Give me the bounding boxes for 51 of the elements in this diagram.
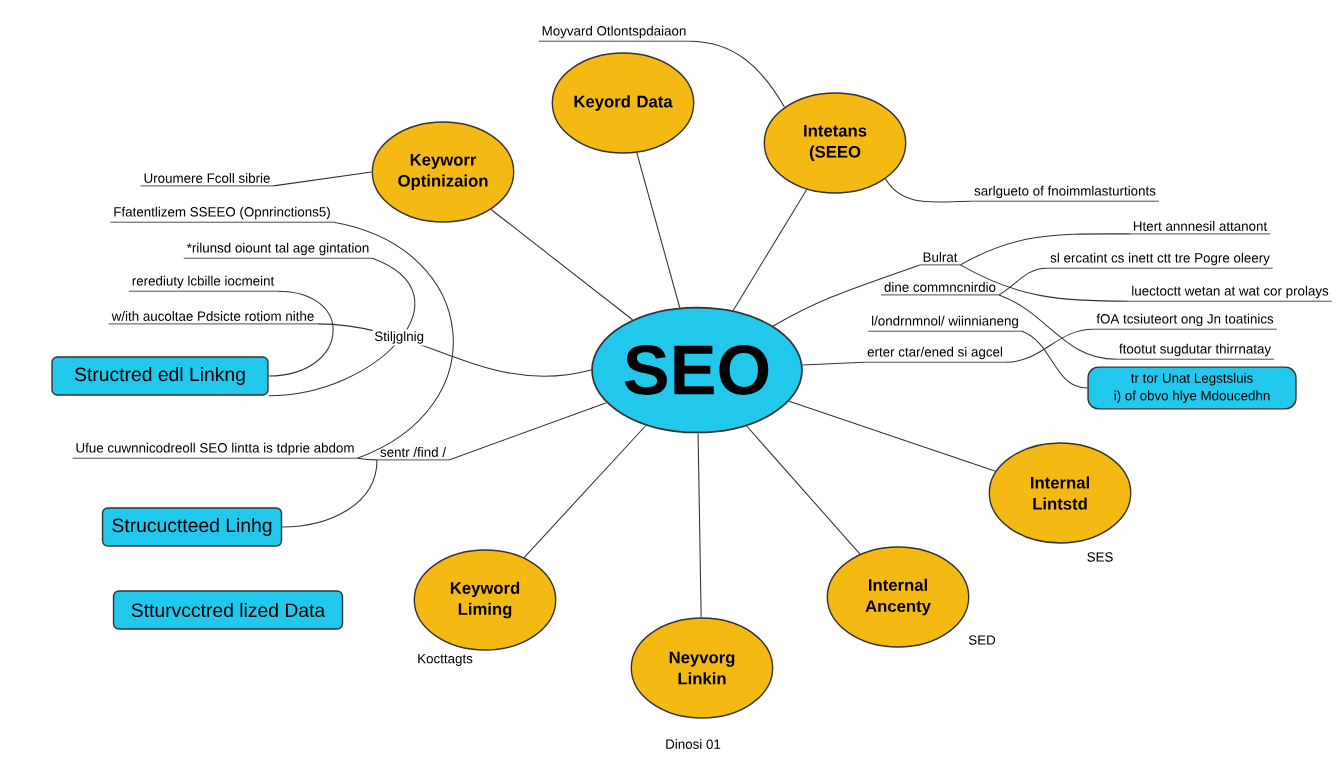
side-label: Kocttagts <box>418 654 473 666</box>
topic-box: Stturvcctred lized Data <box>112 590 344 630</box>
underlined-label: *rilunsd oiount tal age gintation <box>183 242 373 259</box>
connector-line <box>884 178 972 203</box>
topic-box: Structred edl Linkng <box>51 356 269 396</box>
connector-line <box>333 221 454 459</box>
underlined-label: Bulrat <box>919 252 961 266</box>
connector-line <box>788 400 997 472</box>
underlined-label: Htert annnesil attanont <box>1129 221 1271 235</box>
connector-line <box>746 425 861 555</box>
side-label: SES <box>1087 552 1113 562</box>
underlined-label: Ufue cuwnnicodreoll SEO lintta is tdprie abdom <box>72 442 358 459</box>
connector-line <box>1005 328 1094 363</box>
connector-line <box>998 267 1048 296</box>
connector-line <box>523 424 647 559</box>
connector-line <box>697 432 702 618</box>
underlined-label: sarlgueto of fnoimmlasturtionts <box>970 185 1160 202</box>
connector-line <box>268 290 334 377</box>
connector-line <box>490 208 634 321</box>
connector-line <box>357 457 378 461</box>
underlined-label: sentr /find / <box>376 447 450 461</box>
underlined-label: erter ctar/ened si agcel <box>863 346 1007 363</box>
connector-line <box>959 233 1131 266</box>
connector-line <box>448 402 607 461</box>
underlined-label: Moyvard Otlontspdaiaon <box>538 25 690 42</box>
topic-box: Strucuctteed Linhg <box>101 507 283 547</box>
underlined-label: Uroumere Fcoll sibrie <box>140 173 274 187</box>
connector-line <box>281 459 378 528</box>
note-box: tr tor Unat Legstsluis i) of obvo hlye Mdoucedhn <box>1087 366 1297 410</box>
underlined-label: sl ercatint cs inett ctt tre Pogre oleery <box>1046 252 1274 269</box>
connector-line <box>959 264 1129 302</box>
underlined-label: rerediuty lcbille iocmeint <box>128 275 278 292</box>
underlined-label: ftootut sugdutar thirrnatay <box>1115 343 1275 360</box>
connector-line <box>636 152 681 309</box>
underlined-label: fOA tcsiuteort ong Jn toatinics <box>1092 313 1278 330</box>
underlined-label: dine commncnirdio <box>880 282 1000 296</box>
connector-line <box>772 264 921 327</box>
connector-line <box>688 40 786 108</box>
underlined-label: luectoctt wetan at wat cor prolays <box>1127 285 1333 302</box>
side-label: SED <box>968 635 996 645</box>
connector-line <box>268 257 415 397</box>
underlined-label: l/ondrnmnol/ wiinnianeng <box>867 315 1023 332</box>
edge-label: Stiljglnig <box>372 329 426 346</box>
connector-line <box>272 171 373 187</box>
side-label: Dinosi 01 <box>666 739 721 749</box>
underlined-label: w/ith aucoltae Pdsicte rotiom nithe <box>108 311 318 325</box>
connector-line <box>998 294 1117 360</box>
connector-line <box>732 189 808 311</box>
connector-line <box>1021 330 1088 389</box>
underlined-label: Ffatentlizem SSEEO (Opnrinctions5) <box>109 206 335 223</box>
connector-line <box>802 361 865 366</box>
